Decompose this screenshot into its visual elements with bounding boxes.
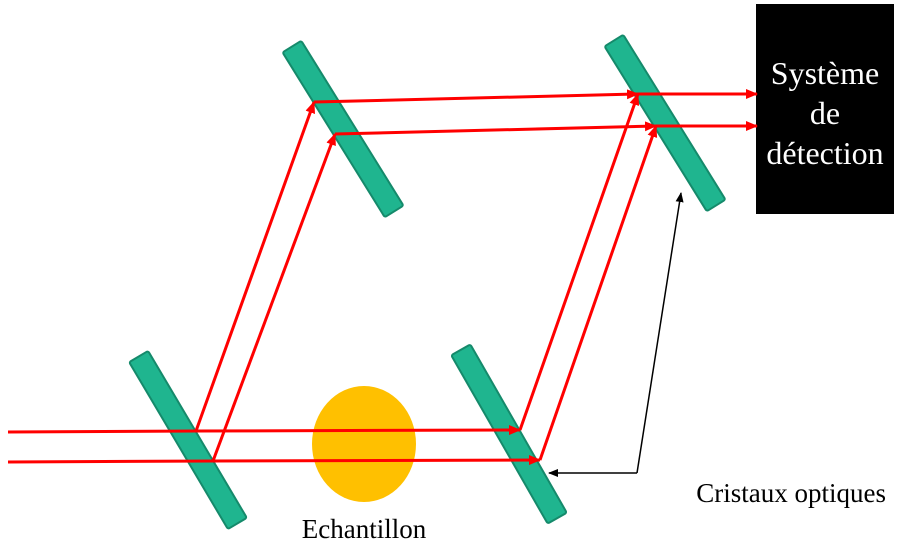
detector-label-line-1: Système [771,55,879,91]
sample-ellipse [312,386,416,502]
beam-reference-up-lower [211,133,337,462]
sample-label: Echantillon [302,514,427,544]
beam-sample-upper [195,425,521,436]
beam-reference-up-upper [194,101,316,432]
beam-input-upper [7,429,197,434]
detector-label-line-2: de [810,95,840,131]
detector-label-line-3: détection [766,135,883,171]
beam-reference-top-upper [313,89,639,104]
crystal-top-left [282,40,404,218]
laser-beams [7,89,758,466]
beam-input-lower [7,459,214,464]
crystals-pointer-line [636,192,684,474]
crystals-pointer [548,192,684,477]
detection-system-box [756,4,894,214]
optical-crystals [128,34,726,530]
beam-reference-top-lower [334,121,657,136]
beam-sample-lower [212,455,541,466]
crystal-top-right [604,34,726,212]
crystals-label: Cristaux optiques [696,478,886,508]
crystal-bottom-left [128,350,248,530]
beam-sample-up-lower [538,125,658,461]
beam-sample-up-upper [518,93,640,431]
